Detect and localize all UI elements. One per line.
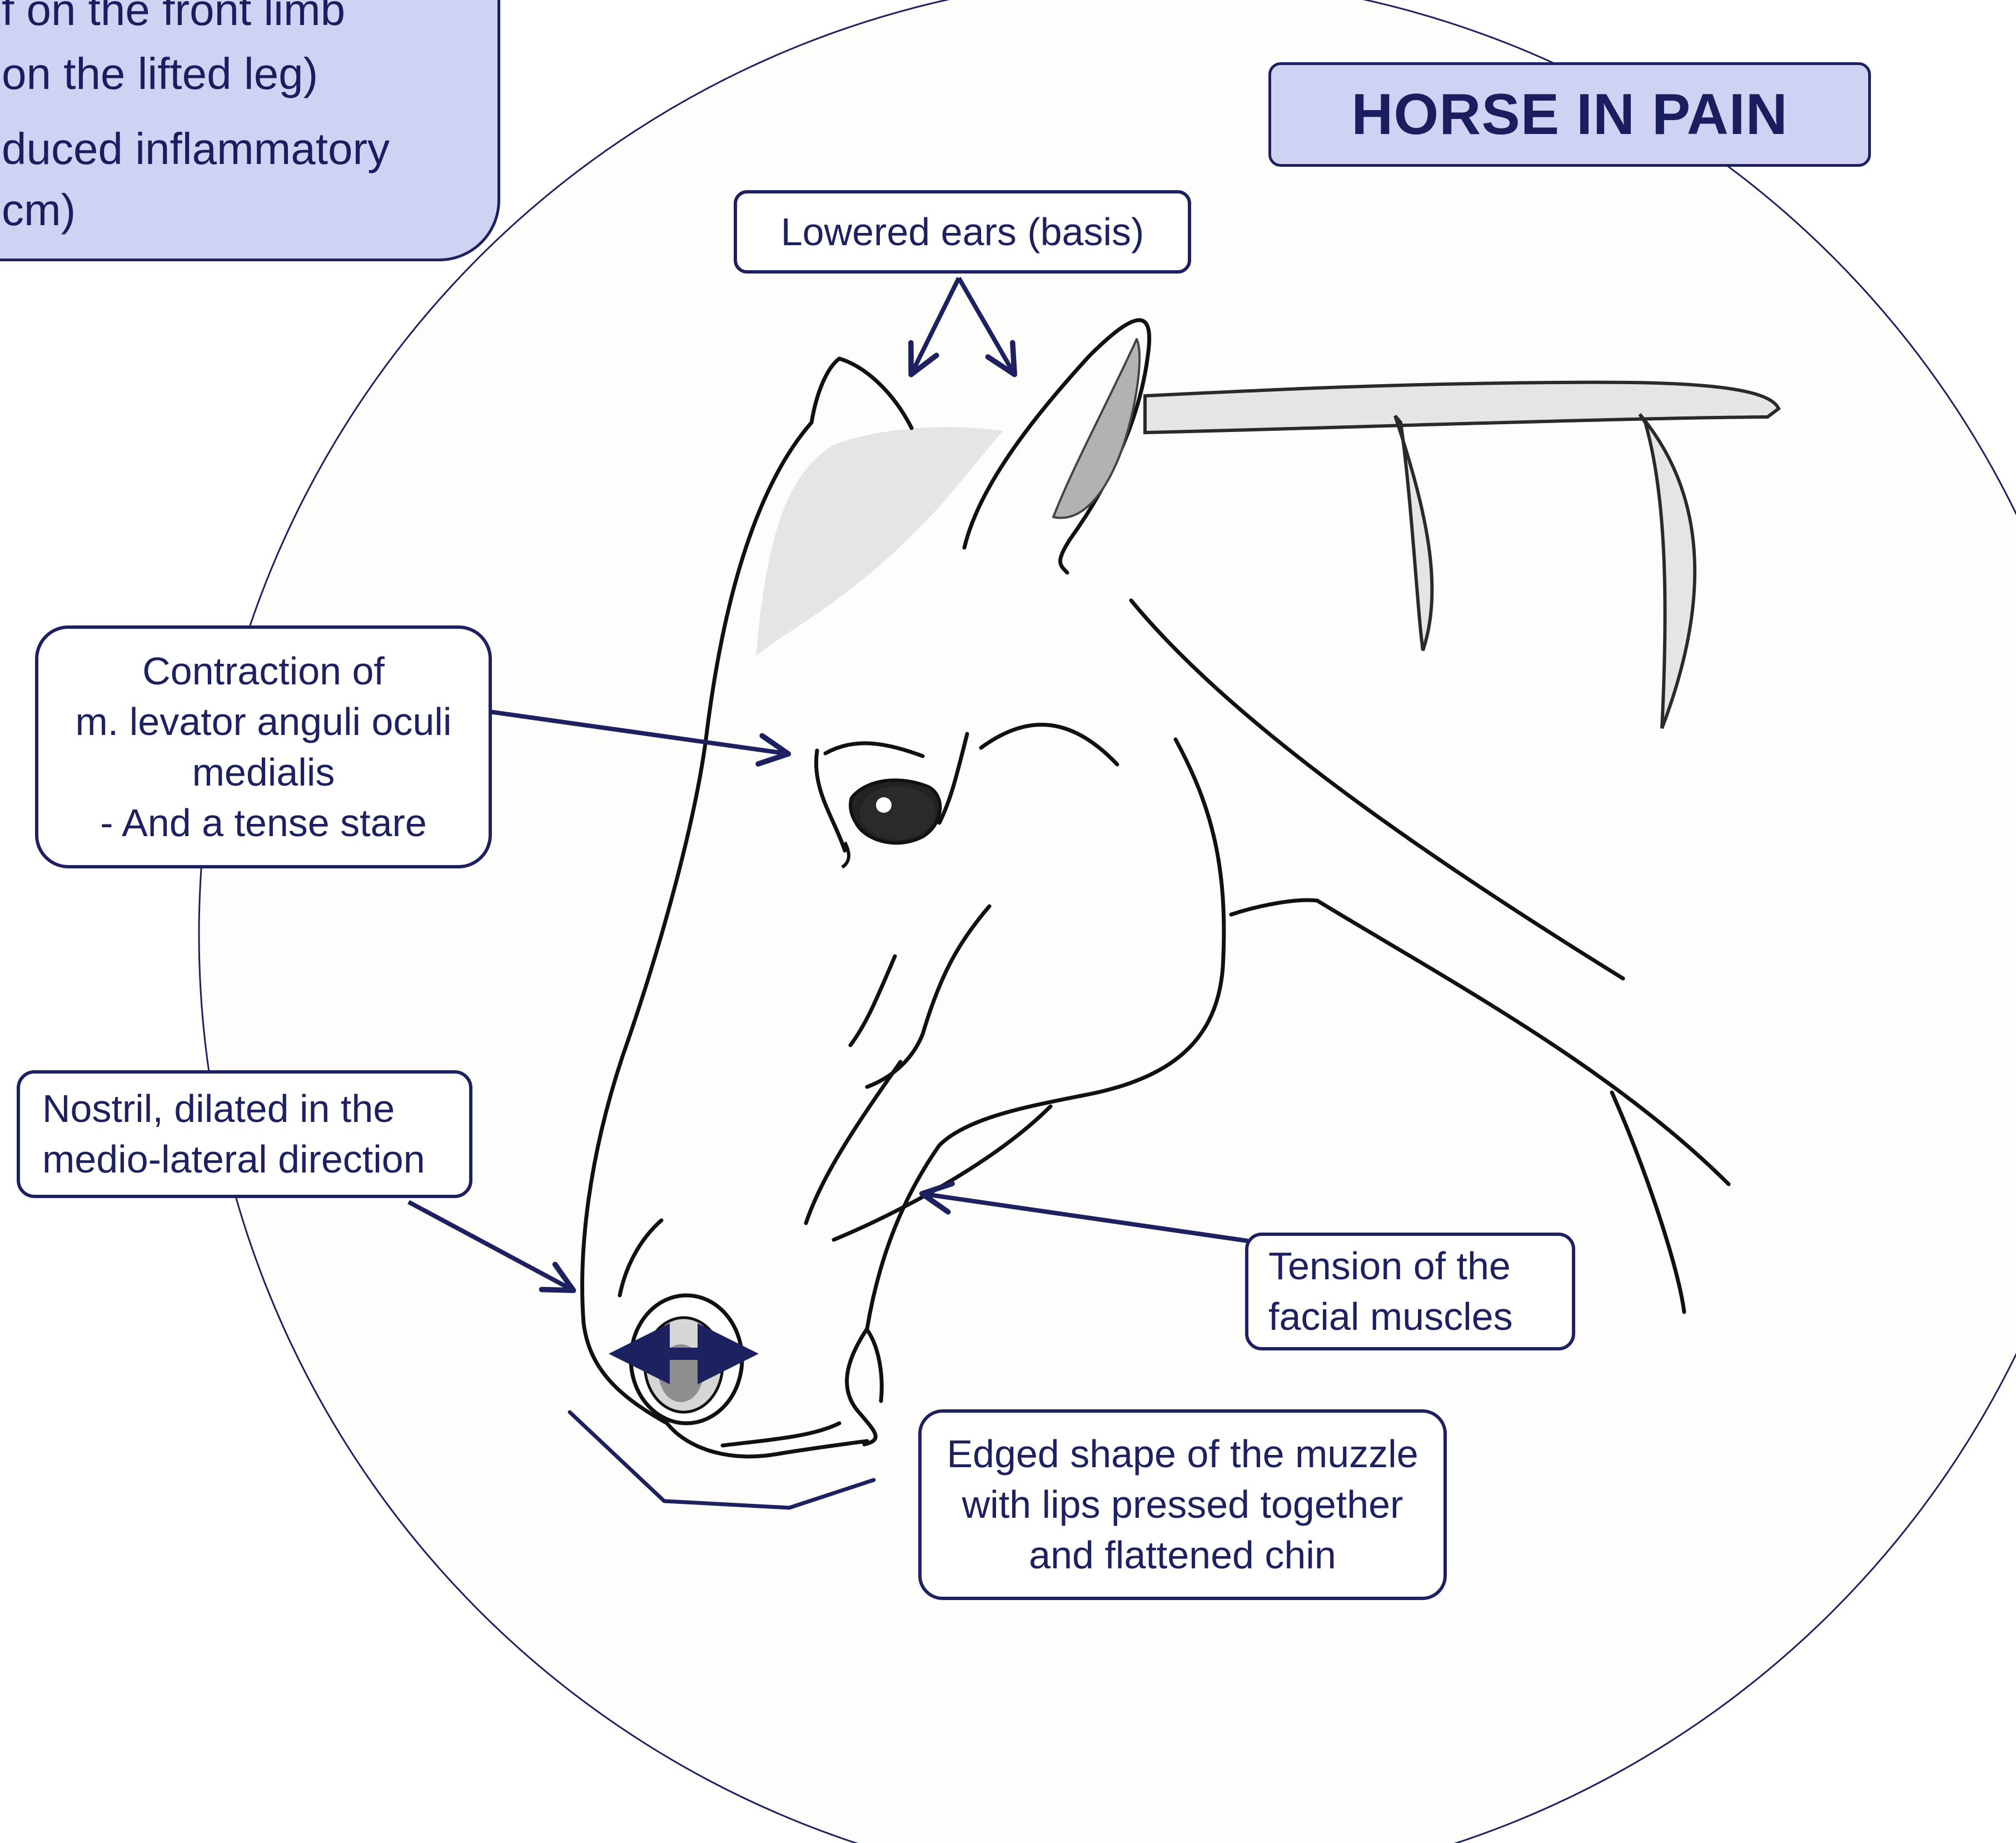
label-lowered-ears: Lowered ears (basis) <box>734 190 1191 274</box>
label-levator-line-2: m. levator anguli oculi <box>76 697 452 747</box>
label-tension-line-1: Tension of the <box>1268 1241 1511 1291</box>
label-nostril-line-2: medio-lateral direction <box>42 1134 425 1185</box>
label-levator-line-3: medialis <box>192 747 335 798</box>
label-levator-line-4: - And a tense stare <box>100 798 427 848</box>
page-title: HORSE IN PAIN <box>1268 62 1871 167</box>
info-line-1: f on the front limb <box>2 0 345 37</box>
label-levator: Contraction of m. levator anguli oculi m… <box>35 625 492 868</box>
label-muzzle-line-2: with lips pressed together <box>962 1479 1403 1530</box>
label-tension-line-2: facial muscles <box>1268 1291 1513 1342</box>
info-line-4: cm) <box>2 183 76 237</box>
label-levator-line-1: Contraction of <box>142 646 385 697</box>
info-line-2: on the lifted leg) <box>2 47 318 101</box>
info-box: f on the front limb on the lifted leg) d… <box>0 0 500 261</box>
info-line-3: duced inflammatory <box>2 122 390 176</box>
label-lowered-ears-text: Lowered ears (basis) <box>781 207 1144 257</box>
label-nostril-line-1: Nostril, dilated in the <box>42 1084 395 1134</box>
label-muzzle-line-3: and flattened chin <box>1029 1530 1336 1581</box>
label-nostril: Nostril, dilated in the medio-lateral di… <box>17 1070 472 1198</box>
label-muzzle: Edged shape of the muzzle with lips pres… <box>918 1409 1447 1600</box>
label-tension: Tension of the facial muscles <box>1245 1233 1575 1350</box>
label-muzzle-line-1: Edged shape of the muzzle <box>947 1429 1418 1479</box>
